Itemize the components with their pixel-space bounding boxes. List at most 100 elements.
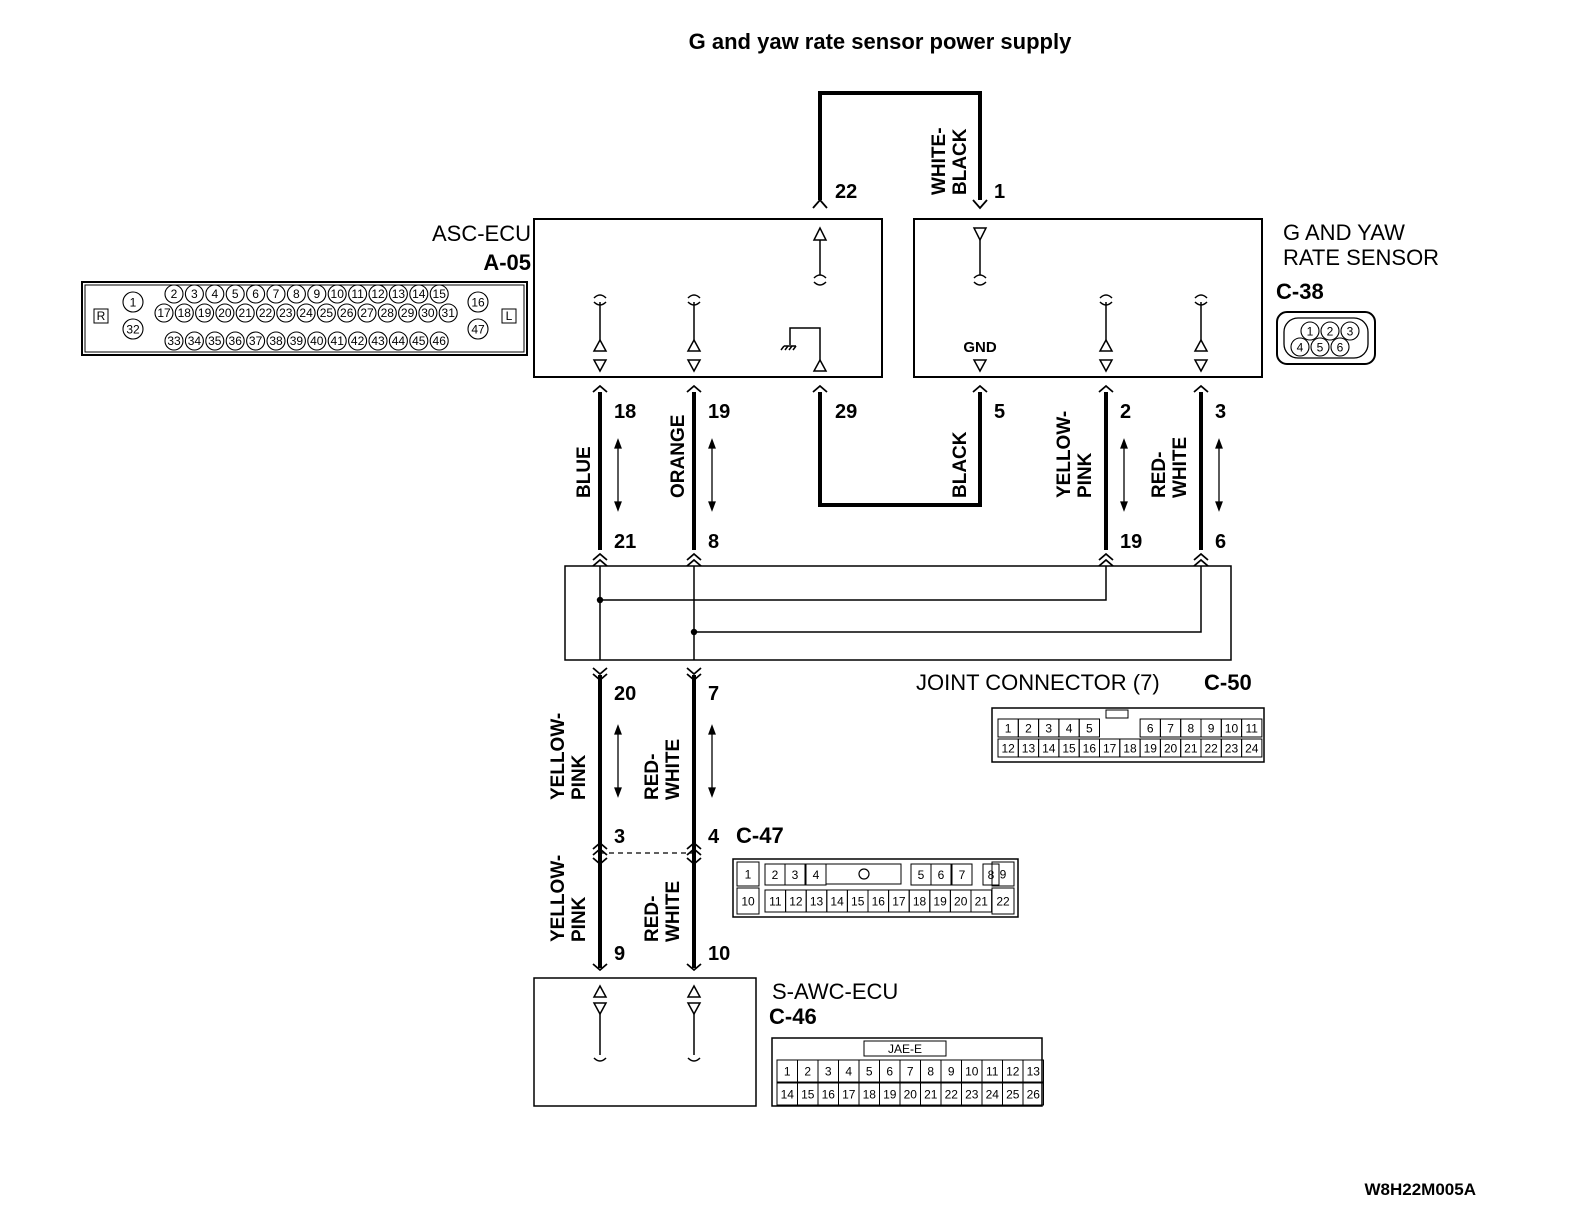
pin-label: 13 [392,287,406,301]
pin-circle [327,331,347,351]
pin-label: 20 [904,1088,918,1102]
internal-terminals [592,226,1209,1062]
gyaw-sensor-label-line1: G AND YAW [1283,220,1405,245]
pin-cell [93,308,109,324]
pin-circle [235,303,255,323]
pin-label: 28 [381,306,395,320]
pin-label: 18 [178,306,192,320]
pin-circle [1310,337,1330,357]
pin-label: 17 [1103,742,1117,756]
pin-label: 13 [1027,1065,1041,1079]
joint-connector-box [564,565,1232,661]
sawc-ecu-connector-id: C-46 [769,1004,817,1029]
pin-label: 21 [1184,742,1198,756]
connector-marks [592,198,1209,972]
pin-label: 13 [1022,742,1036,756]
pin-label: 1 [784,1065,791,1079]
pin-circle [409,331,429,351]
pin-label: 13 [810,895,824,909]
pin-label: 14 [1042,742,1056,756]
pin-circle [246,331,266,351]
pin-label: 23 [1225,742,1239,756]
pin-circle [1340,321,1360,341]
pin-label: 6 [886,1065,893,1079]
sawc-ecu-box [533,977,757,1107]
pin-label: 35 [208,334,222,348]
pin-label: 10 [741,895,755,909]
pin-label: 5 [866,1065,873,1079]
pin-cell [1022,1082,1044,1106]
asc-ecu-label: ASC-ECU [432,221,531,246]
pin-circle [1320,321,1340,341]
pin-circle [316,303,336,323]
pin-label: 26 [1027,1088,1041,1102]
pin-label: 12 [371,287,385,301]
pin-label: 15 [433,287,447,301]
pin-circle [348,331,368,351]
pin-label: 11 [1246,722,1259,736]
pin-circle [246,284,266,304]
pin-cell [501,308,517,324]
pin-label: 16 [822,1088,836,1102]
pin-cell [784,863,806,886]
pin-circle [357,303,377,323]
wire-label: PINK [569,896,590,942]
pin-circle [225,284,245,304]
pin-label: 14 [830,895,844,909]
pin-label: 31 [442,306,456,320]
pin-label: 3 [191,287,198,301]
asc-ecu-connector-id: A-05 [483,250,531,275]
pin-circle [164,284,184,304]
pin-circle [429,331,449,351]
gnd-label: GND [963,339,997,356]
pin-label: 40 [310,334,324,348]
pin-label: 9 [948,1065,955,1079]
pin-label: 1 [1005,722,1012,736]
pin-circle [255,303,276,323]
joint-connector-label: JOINT CONNECTOR (7) [916,670,1160,695]
pin-label: 10 [1225,722,1239,736]
pin-circle [1290,337,1310,357]
joint-internal-wiring [599,566,1202,660]
pin-label: 22 [945,1088,959,1102]
pin-circle [368,284,388,304]
pin-label: 41 [331,334,345,348]
c46-header-label: JAE-E [888,1042,922,1056]
pin-number: 8 [708,531,719,553]
pin-cell [736,861,760,887]
pin-label: 9 [313,287,320,301]
pin-label: 11 [351,287,364,301]
pin-cell [1078,718,1100,738]
sawc-ecu-label: S-AWC-ECU [772,979,898,1004]
pin-label: 3 [1045,722,1052,736]
pin-label: 15 [801,1088,815,1102]
pin-label: 4 [813,868,820,882]
pin-circle [122,291,144,313]
pin-label: 2 [772,868,779,882]
pin-label: 24 [1245,742,1259,756]
pin-number: 1 [994,181,1005,203]
wire-label: PINK [569,754,590,800]
pin-circle [388,331,408,351]
pin-number: 3 [1215,401,1226,423]
pin-label: 2 [1327,324,1334,338]
pin-label: 17 [842,1088,856,1102]
pin-circle [337,303,357,323]
pin-circle [348,284,368,304]
pin-label: 26 [340,306,354,320]
diagram-code: W8H22M005A [1365,1180,1477,1199]
wire-label: YELLOW- [548,855,569,942]
wire-label: RED- [642,754,663,800]
pin-cell [930,863,952,886]
pin-circle [467,318,489,340]
pin-circle [195,303,215,323]
pin-label: 32 [126,322,140,336]
pin-label: 1 [1307,324,1314,338]
pin-circle [418,303,438,323]
pin-cell [951,863,973,886]
